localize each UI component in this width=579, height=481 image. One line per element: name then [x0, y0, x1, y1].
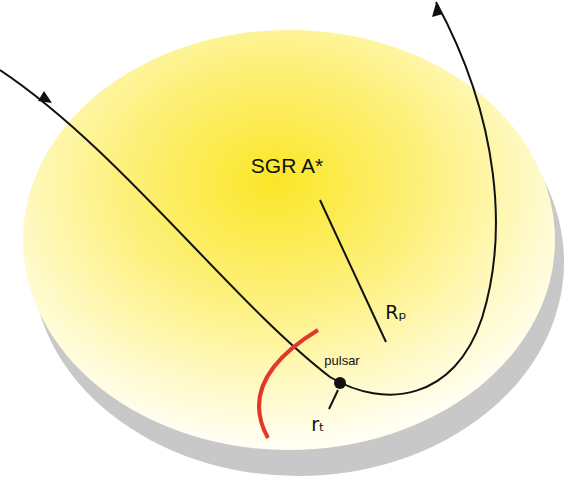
label: SGR A* [251, 154, 323, 177]
arrow-head [432, 3, 443, 17]
label: rₜ [311, 414, 324, 435]
tidal-arc [259, 330, 318, 438]
tidal-radius-line [329, 390, 338, 409]
orbit [0, 2, 496, 395]
label: Rₚ [385, 302, 406, 323]
arrow-head [38, 91, 52, 103]
label: pulsar [324, 354, 359, 368]
pulsar-dot [334, 377, 346, 389]
radius-line [320, 200, 386, 342]
